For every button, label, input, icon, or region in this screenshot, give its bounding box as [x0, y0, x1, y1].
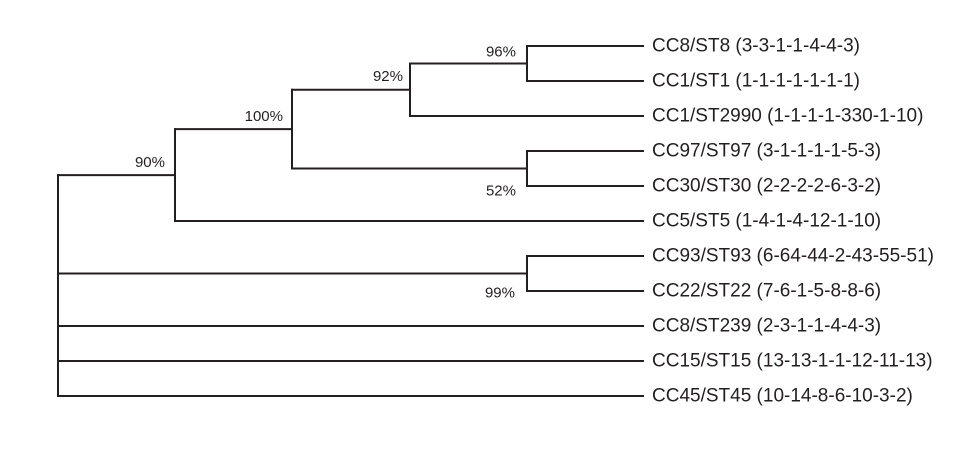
leaf-label: CC93/ST93 (6-64-44-2-43-55-51) [652, 246, 934, 267]
leaf-label: CC5/ST5 (1-4-1-4-12-1-10) [652, 211, 881, 232]
bootstrap-label: 100% [245, 108, 283, 125]
bootstrap-label: 90% [135, 154, 165, 171]
leaf-label: CC8/ST239 (2-3-1-1-4-4-3) [652, 316, 881, 337]
leaf-label: CC1/ST1 (1-1-1-1-1-1-1) [652, 71, 860, 92]
bootstrap-label: 96% [486, 44, 516, 61]
bootstrap-label: 92% [373, 68, 403, 85]
bootstrap-label: 99% [485, 285, 515, 302]
leaf-label: CC1/ST2990 (1-1-1-1-330-1-10) [652, 106, 923, 127]
leaf-label: CC15/ST15 (13-13-1-1-12-11-13) [652, 351, 933, 372]
leaf-label: CC97/ST97 (3-1-1-1-1-5-3) [652, 141, 881, 162]
leaf-label: CC45/ST45 (10-14-8-6-10-3-2) [652, 386, 913, 407]
leaf-label: CC22/ST22 (7-6-1-5-8-8-6) [652, 281, 881, 302]
leaf-label: CC8/ST8 (3-3-1-1-4-4-3) [652, 36, 860, 57]
bootstrap-label: 52% [486, 183, 516, 200]
leaf-label: CC30/ST30 (2-2-2-2-6-3-2) [652, 176, 881, 197]
